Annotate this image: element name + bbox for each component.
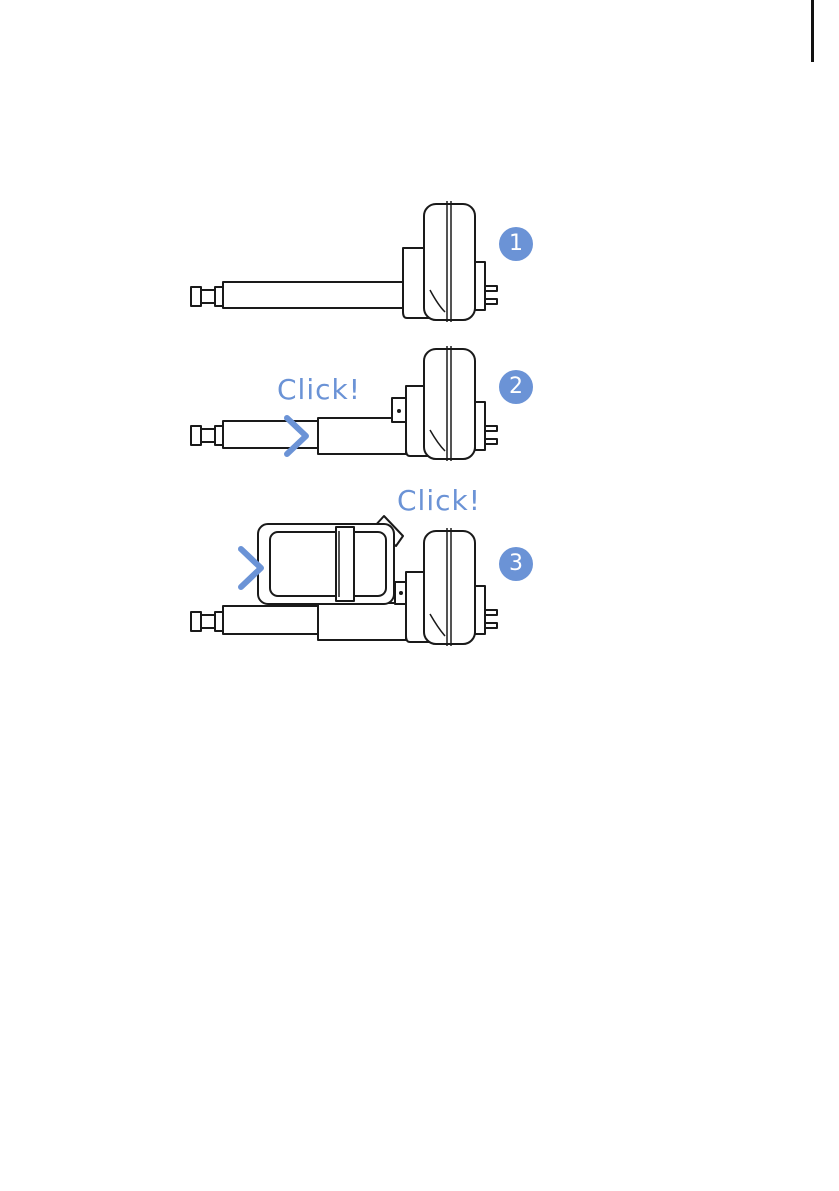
click-label-step-3: Click!: [397, 487, 481, 515]
click-label-step-2: Click!: [277, 376, 361, 404]
actuator-step-3: [191, 516, 497, 646]
actuator-step-1: [191, 201, 497, 322]
step-1-badge: 1: [499, 227, 533, 261]
step-2-badge: 2: [499, 370, 533, 404]
step-3-badge: 3: [499, 547, 533, 581]
